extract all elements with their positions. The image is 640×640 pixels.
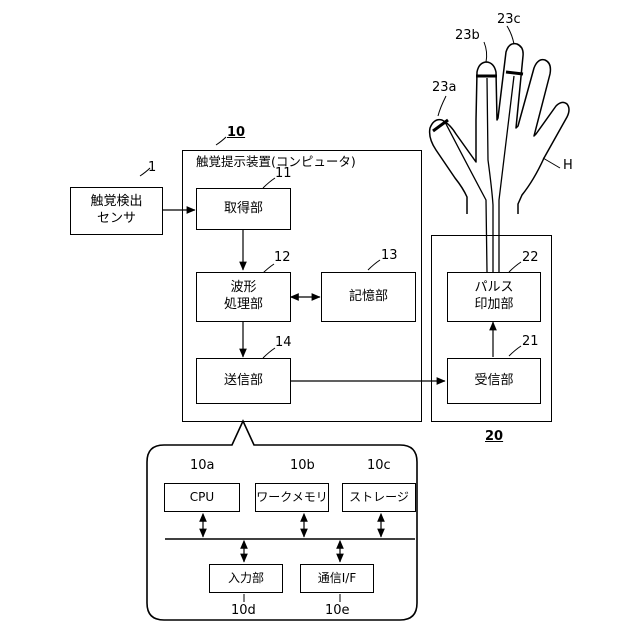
electrode-23a-ref: 23a — [432, 80, 457, 95]
pulse-unit: パルス 印加部 — [447, 272, 541, 322]
transmit-ref: 14 — [275, 335, 292, 350]
input-unit-box: 入力部 — [209, 564, 283, 593]
waveform-unit: 波形 処理部 — [196, 272, 291, 322]
acquire-unit: 取得部 — [196, 188, 291, 230]
leader-H — [543, 158, 560, 168]
receive-unit: 受信部 — [447, 358, 541, 404]
work-memory-box: ワークメモリ — [255, 483, 329, 512]
hand-outline — [430, 44, 569, 214]
transmit-unit: 送信部 — [196, 358, 291, 404]
device-ref: 10 — [227, 125, 245, 140]
actuator-ref: 20 — [485, 429, 503, 444]
hand-ref: H — [563, 158, 573, 173]
acquire-ref: 11 — [275, 166, 292, 181]
cpu-ref: 10a — [190, 458, 215, 473]
cpu-box: CPU — [164, 483, 240, 512]
storage-ref: 13 — [381, 248, 398, 263]
storage-hw-box: ストレージ — [342, 483, 416, 512]
electrode-23c — [506, 72, 523, 74]
memory-ref: 10b — [290, 458, 315, 473]
receive-ref: 21 — [522, 334, 539, 349]
waveform-ref: 12 — [274, 250, 291, 265]
leader-23a — [438, 96, 446, 116]
storage-unit: 記憶部 — [321, 272, 416, 322]
leader-10 — [216, 137, 226, 145]
leader-23b — [484, 42, 487, 62]
leader-23c — [507, 26, 514, 44]
touch-sensor-box: 触覚検出 センサ — [70, 187, 163, 235]
electrode-23b-ref: 23b — [455, 28, 480, 43]
comm-if-ref: 10e — [325, 603, 350, 618]
pulse-ref: 22 — [522, 250, 539, 265]
comm-if-box: 通信I/F — [300, 564, 374, 593]
storage-hw-ref: 10c — [367, 458, 391, 473]
sensor-ref: 1 — [148, 160, 156, 175]
electrode-23c-ref: 23c — [497, 12, 521, 27]
input-unit-ref: 10d — [231, 603, 256, 618]
